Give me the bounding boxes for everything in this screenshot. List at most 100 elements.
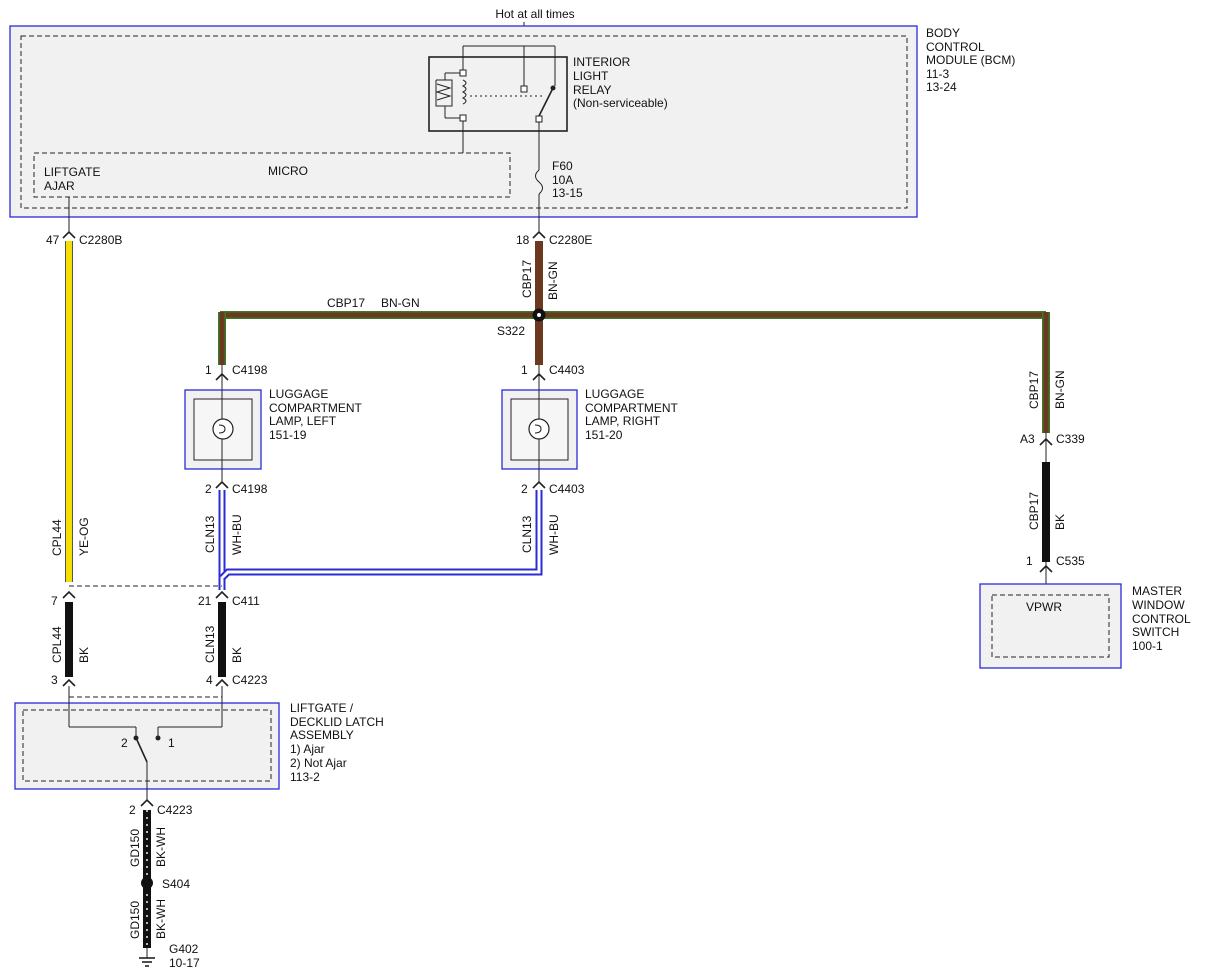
connector-c411-7-icon — [62, 590, 76, 599]
master-switch-line-5: 100-1 — [1132, 639, 1163, 653]
c535-pin: 1 — [1026, 554, 1033, 568]
latch-line-1: LIFTGATE / — [290, 701, 354, 715]
ground-name: G402 — [169, 942, 199, 956]
wire-black-lower — [65, 602, 226, 677]
connector-c411-21-icon — [215, 590, 229, 599]
relay-label-line-1: INTERIOR — [573, 55, 631, 69]
c4223-2-name: C4223 — [157, 803, 193, 817]
c4403-2-name: C4403 — [549, 482, 585, 496]
c4198-2-pin: 2 — [205, 482, 212, 496]
c4198-2-name: C4198 — [232, 482, 268, 496]
wire-gd150-bottom-color: BK-WH — [154, 899, 168, 939]
c4403-1-name: C4403 — [549, 363, 585, 377]
relay-label-line-3: RELAY — [573, 83, 611, 97]
lamp-left-line-4: 151-19 — [269, 428, 307, 442]
wire-cpl44-top-circuit: CPL44 — [50, 519, 64, 556]
relay-label-line-2: LIGHT — [573, 69, 609, 83]
micro-block — [33, 152, 511, 198]
lamp-left-line-2: COMPARTMENT — [269, 401, 363, 415]
splice-s322-label: S322 — [497, 324, 525, 338]
connector-c4403-2-icon — [532, 480, 546, 489]
wire-cln13-bk-color: BK — [230, 647, 244, 663]
wire-cln13-wh-bu — [218, 490, 543, 590]
wire-cpl44-bk-color: BK — [77, 647, 91, 663]
master-switch-line-4: SWITCH — [1132, 625, 1179, 639]
c411-21-name: C411 — [232, 594, 260, 608]
c4223-4-name: C4223 — [232, 673, 268, 687]
master-window-control-switch — [979, 583, 1122, 669]
c411-21-pin: 21 — [198, 594, 212, 608]
wire-cbp17-bn-gn — [218, 241, 1050, 433]
connector-c2280e-icon — [532, 230, 546, 239]
wire-cln13-right-circuit: CLN13 — [520, 515, 534, 553]
c4403-1-pin: 1 — [521, 363, 528, 377]
latch-line-5: 2) Not Ajar — [290, 756, 347, 770]
latch-switch-icon — [136, 739, 148, 763]
wire-cln13-right-color: WH-BU — [547, 514, 561, 555]
wire-cpl44-top-color: YE-OG — [77, 517, 91, 556]
c2280e-name: C2280E — [549, 233, 592, 247]
latch-line-6: 113-2 — [290, 770, 320, 784]
connector-c2280b-icon — [62, 230, 76, 239]
relay-coil-icon — [435, 79, 453, 107]
wire-gd150-top-color: BK-WH — [154, 827, 168, 867]
wire-gd150-top-circuit: GD150 — [128, 829, 142, 867]
bcm-ref-2: 13-24 — [926, 80, 957, 94]
wire-cbp17-bk-circuit: CBP17 — [1027, 492, 1041, 530]
bcm-ref-1: 11-3 — [926, 67, 949, 81]
c2280b-pin: 47 — [46, 233, 60, 247]
wire-cbp17-right-color: BN-GN — [1053, 370, 1067, 409]
fuse-label-line-3: 13-15 — [552, 186, 583, 200]
wire-cbp17-bus-circuit: CBP17 — [327, 296, 365, 310]
micro-label: MICRO — [268, 164, 308, 178]
interior-light-relay: INTERIOR LIGHT RELAY (Non-serviceable) — [428, 45, 668, 132]
lamp-left-line-1: LUGGAGE — [269, 387, 328, 401]
ground-ref: 10-17 — [169, 956, 200, 970]
wire-cbp17-right-circuit: CBP17 — [1027, 371, 1041, 409]
lamp-left-bulb-icon — [212, 418, 234, 440]
master-switch-line-2: WINDOW — [1132, 598, 1185, 612]
vpwr-label: VPWR — [1026, 600, 1062, 614]
fuse-label-line-1: F60 — [552, 159, 573, 173]
master-switch-line-3: CONTROL — [1132, 612, 1191, 626]
liftgate-ajar-line-2: AJAR — [44, 179, 75, 193]
c4198-1-name: C4198 — [232, 363, 268, 377]
c4223-3-pin: 3 — [51, 673, 58, 687]
latch-line-3: ASSEMBLY — [290, 728, 354, 742]
c4223-4-pin: 4 — [206, 673, 213, 687]
c535-name: C535 — [1056, 554, 1085, 568]
ground-icon — [139, 948, 155, 967]
lamp-right-line-1: LUGGAGE — [585, 387, 644, 401]
wire-gd150-bottom-circuit: GD150 — [128, 901, 142, 939]
liftgate-ajar-line-1: LIFTGATE — [44, 165, 100, 179]
wire-cln13-left-circuit: CLN13 — [203, 515, 217, 553]
wire-cbp17-bcm-circuit: CBP17 — [520, 260, 534, 298]
lamp-right-bulb-icon — [528, 418, 550, 440]
lamp-left-line-3: LAMP, LEFT — [269, 414, 337, 428]
c4223-2-pin: 2 — [129, 803, 136, 817]
master-switch-line-1: MASTER — [1132, 584, 1182, 598]
bcm-name-line-3: MODULE (BCM) — [926, 53, 1015, 67]
liftgate-latch-assembly — [14, 686, 280, 790]
bcm-name-line-1: BODY — [926, 26, 960, 40]
bcm-name-line-2: CONTROL — [926, 40, 985, 54]
c411-7-pin: 7 — [51, 594, 58, 608]
connector-c4223-3-icon — [62, 678, 76, 687]
c2280b-name: C2280B — [79, 233, 122, 247]
relay-label-line-4: (Non-serviceable) — [573, 96, 668, 110]
c4403-2-pin: 2 — [521, 482, 528, 496]
c339-name: C339 — [1056, 432, 1085, 446]
latch-pin-1: 1 — [168, 736, 175, 750]
splice-s404 — [141, 877, 153, 889]
wire-cln13-left-color: WH-BU — [230, 514, 244, 555]
fuse-label-line-2: 10A — [552, 173, 573, 187]
lamp-right-line-4: 151-20 — [585, 428, 623, 442]
c4198-1-pin: 1 — [205, 363, 212, 377]
connector-c4223-2-icon — [140, 798, 154, 807]
wire-cln13-bk-circuit: CLN13 — [203, 625, 217, 663]
c2280e-pin: 18 — [516, 233, 530, 247]
latch-line-2: DECKLID LATCH — [290, 715, 384, 729]
wire-cbp17-bk-color: BK — [1053, 514, 1067, 530]
latch-pin-2: 2 — [121, 736, 128, 750]
